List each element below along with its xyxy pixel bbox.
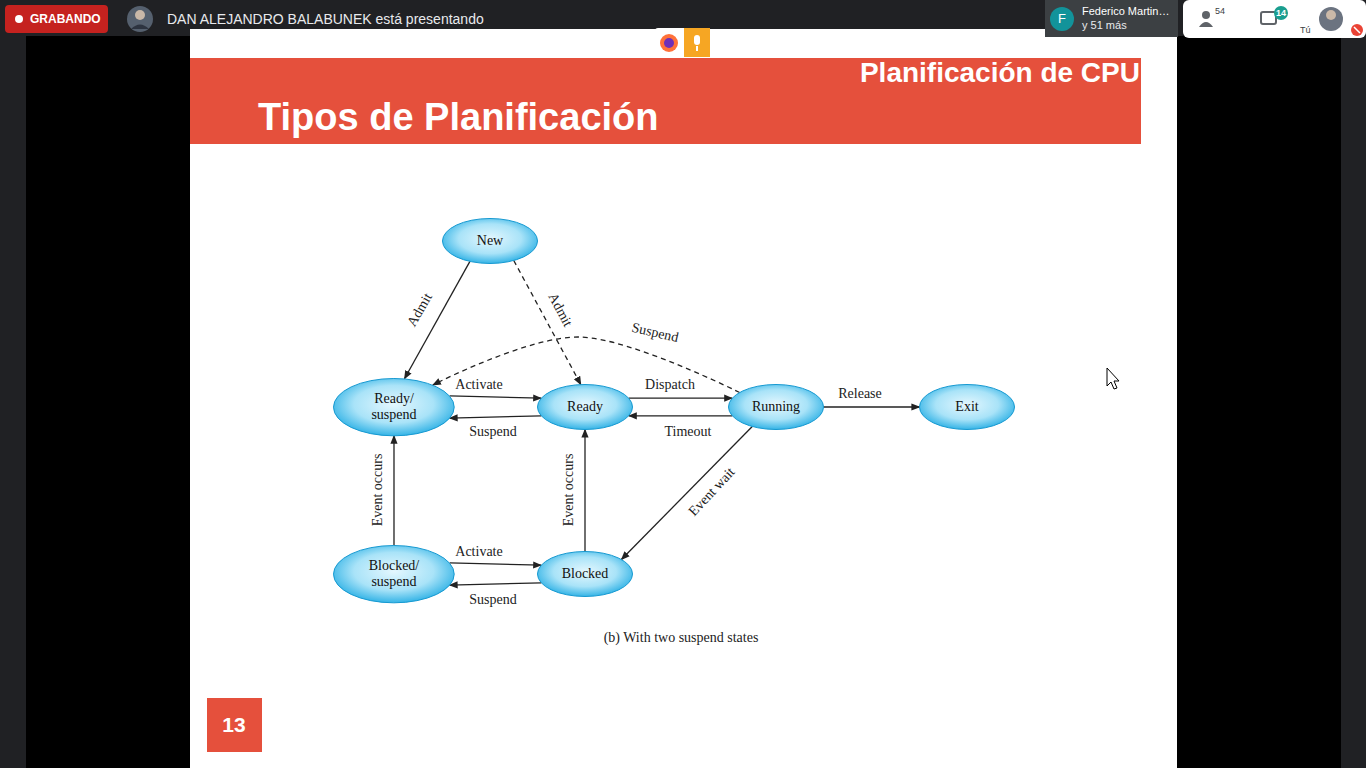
people-icon-body <box>1199 22 1213 27</box>
state-name: Ready/ suspend <box>354 391 434 423</box>
transition-label: Event wait <box>684 463 740 521</box>
state-ellipse: Ready/ suspend <box>333 378 455 436</box>
state-ellipse: Running <box>728 384 824 430</box>
transition-label: Activate <box>453 544 504 560</box>
mouse-cursor <box>1107 368 1119 389</box>
transition-arrow <box>629 398 733 399</box>
state-ellipse: Blocked <box>537 551 633 597</box>
participant-avatar <box>1050 7 1074 31</box>
presenter-avatar <box>127 6 153 32</box>
recording-dot <box>15 15 23 23</box>
state-ellipse: Exit <box>919 384 1015 430</box>
participant-count: y 51 más <box>1082 19 1127 32</box>
mic-icon <box>694 35 700 45</box>
state-name: Running <box>752 399 800 415</box>
slide-subtitle: Planificación de CPU <box>860 56 1140 90</box>
participant-panel <box>1045 0 1178 37</box>
browser-icon-core <box>664 38 674 48</box>
presenter-avatar-face <box>135 10 145 20</box>
state-ellipse: Ready <box>537 384 633 430</box>
self-avatar <box>1319 7 1343 31</box>
transition-arrow <box>629 415 733 416</box>
transition-arrow <box>824 406 920 407</box>
transition-arrow <box>450 583 542 585</box>
mini-toolbar <box>655 28 710 57</box>
transition-arrow <box>450 396 542 398</box>
presenter-avatar-body <box>131 25 149 30</box>
people-icon <box>1202 11 1210 19</box>
mic-button <box>684 28 710 57</box>
mic-icon-stand <box>696 46 698 51</box>
chat-badge <box>1274 6 1288 20</box>
transition-label: Suspend <box>628 319 682 346</box>
chat-count: 14 <box>1276 8 1286 19</box>
transition-label: Admit <box>544 289 577 332</box>
transition-label: Event occurs <box>370 452 386 529</box>
transition-arrow <box>514 260 581 384</box>
transition-arrow <box>450 416 542 418</box>
transition-label: Dispatch <box>643 377 697 393</box>
transition-label: Activate <box>453 377 504 393</box>
controls-panel <box>1183 0 1366 38</box>
chat-icon <box>1261 12 1276 24</box>
transition-label: Release <box>836 386 884 402</box>
state-name: Blocked <box>562 566 609 582</box>
recording-pill <box>5 5 108 33</box>
page-number-box <box>207 698 262 752</box>
transition-label: Admit <box>403 289 437 331</box>
people-count: 54 <box>1215 6 1225 17</box>
mic-off-badge <box>1351 24 1363 36</box>
browser-icon <box>660 34 678 52</box>
state-ellipse: Blocked/ suspend <box>333 545 455 603</box>
transition-arrow <box>450 563 542 565</box>
transition-arrow <box>584 430 585 552</box>
state-name: Ready <box>567 399 603 415</box>
mic-off-slash <box>1354 27 1360 33</box>
page-number: 13 <box>222 712 245 737</box>
transition-arrow <box>393 436 394 546</box>
transition-label: Timeout <box>663 424 714 440</box>
transition-arrow <box>621 426 752 559</box>
figure-caption: (b) With two suspend states <box>604 630 759 647</box>
transition-label: Event occurs <box>561 452 577 529</box>
state-name: Exit <box>955 399 978 415</box>
participant-name: Federico Martin… <box>1082 5 1169 18</box>
transition-label: Suspend <box>467 592 518 608</box>
avatar-initial: F <box>1058 11 1066 27</box>
self-label: Tú <box>1300 25 1311 36</box>
slide <box>190 29 1177 768</box>
presenter-label: DAN ALEJANDRO BALABUNEK está presentando <box>167 11 484 28</box>
state-ellipse: New <box>442 218 538 264</box>
transition-label: Suspend <box>467 424 518 440</box>
self-avatar-face <box>1326 10 1336 20</box>
slide-title: Tipos de Planificación <box>258 95 659 141</box>
state-name: Blocked/ suspend <box>354 558 434 590</box>
state-name: New <box>477 233 503 249</box>
recording-label: GRABANDO <box>30 12 101 26</box>
